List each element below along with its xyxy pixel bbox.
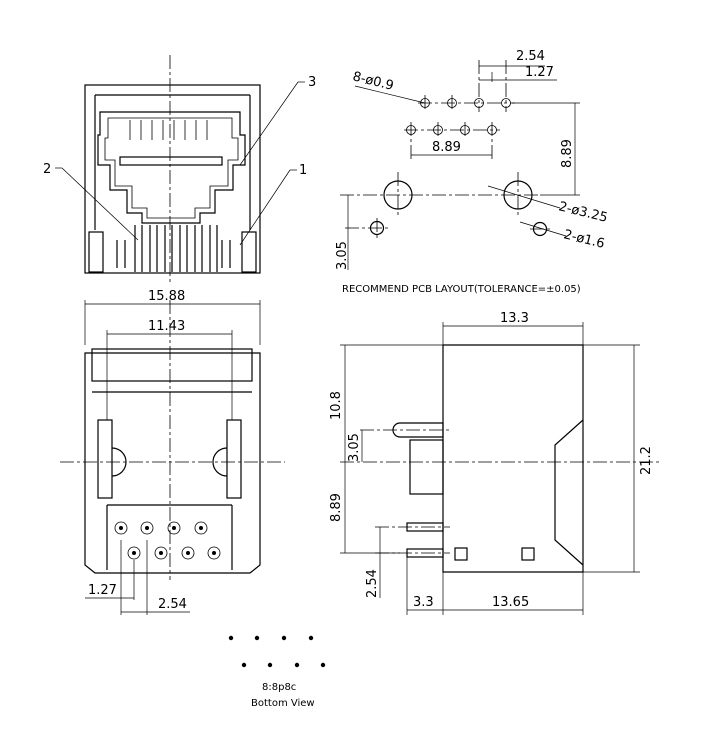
side-view: [340, 322, 660, 615]
side-body-label: 13.65: [492, 595, 529, 610]
side-row-gap-label: 2.54: [365, 569, 380, 598]
callout-1: 1: [299, 163, 307, 178]
side-lower-label: 8.89: [329, 493, 344, 522]
pcb-offset-dim: 3.05: [335, 241, 350, 270]
front-view: [55, 55, 305, 285]
bottom-pitch-label: 2.54: [158, 597, 187, 612]
side-depth-label: 13.3: [500, 311, 529, 326]
pinout-dots: [228, 635, 326, 668]
pcb-caption: RECOMMEND PCB LAYOUT(TOLERANCE=±0.05): [342, 284, 581, 295]
bottom-width-label: 15.88: [148, 289, 185, 304]
bottom-span-label: 11.43: [148, 319, 185, 334]
side-height-label: 21.2: [639, 446, 654, 475]
callout-2: 2: [43, 162, 51, 177]
pcb-row-width: 8.89: [432, 140, 461, 155]
pcb-vertical-dim: 8.89: [560, 139, 575, 168]
side-peg-label: 3.05: [347, 433, 362, 462]
pcb-pitch-label: 2.54: [516, 49, 545, 64]
side-foot-label: 3.3: [413, 595, 434, 610]
callout-3: 3: [308, 75, 316, 90]
pcb-half-pitch-label: 1.27: [525, 65, 554, 80]
side-upper-label: 10.8: [329, 391, 344, 420]
bottom-half-pitch-label: 1.27: [88, 583, 117, 598]
pinout-view-label: Bottom View: [251, 698, 315, 709]
pcb-mount-spec: 2-ø3.25: [557, 199, 609, 226]
bottom-view: [60, 300, 285, 615]
pcb-layout: [340, 60, 580, 270]
pinout-code: 8:8p8c: [262, 682, 296, 693]
pcb-peg-spec: 2-ø1.6: [562, 227, 606, 252]
